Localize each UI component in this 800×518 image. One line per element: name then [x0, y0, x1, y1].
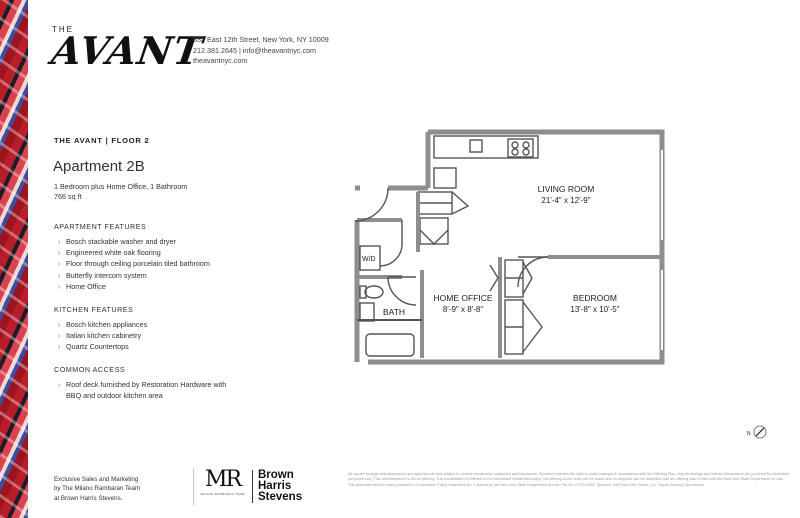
unit-summary: 1 Bedroom plus Home Office, 1 Bathroom 7… [54, 182, 187, 201]
page-title: Apartment 2B [53, 158, 145, 175]
list-item: ›Engineered white oak flooring [58, 248, 161, 258]
common-access-heading: COMMON ACCESS [54, 365, 126, 374]
north-arrow-icon: N [747, 425, 767, 439]
footer-divider [193, 468, 194, 506]
list-item: ›Butterfly intercom system [58, 270, 147, 280]
exterior-walls [354, 129, 665, 365]
list-item: ›Floor through ceiling porcelain tiled b… [58, 259, 210, 269]
unit-size: 766 sq ft [54, 191, 82, 201]
unit-subtitle: 1 Bedroom plus Home Office, 1 Bathroom [54, 182, 188, 191]
chevron-right-icon: › [58, 248, 61, 258]
floor-label: THE AVANT | FLOOR 2 [54, 136, 150, 145]
chevron-right-icon: › [58, 270, 61, 280]
bath-label: BATH [383, 307, 405, 317]
list-item: ›Bosch stackable washer and dryer [58, 237, 176, 246]
chevron-right-icon: › [58, 342, 61, 352]
apartment-features-list: ›Bosch stackable washer and dryer ›Engin… [58, 236, 210, 292]
washer-dryer-label: W/D [362, 256, 376, 263]
brand-the: THE [52, 25, 74, 34]
kitchen-features-list: ›Bosch kitchen appliances ›Italian kitch… [58, 319, 147, 353]
chevron-right-icon: › [58, 331, 61, 341]
chevron-right-icon: › [58, 237, 61, 246]
bedroom-dims: 13'-8" x 10'-5" [570, 305, 619, 314]
brand-logo: AVANT [48, 28, 206, 73]
list-item: ›Italian kitchen cabinetry [58, 331, 142, 341]
footer-credits: Exclusive Sales and Marketing by The Mil… [54, 476, 141, 502]
list-item: ›Roof deck furnished by Restoration Hard… [58, 380, 227, 401]
home-office-label: HOME OFFICE [433, 293, 492, 303]
living-room-label: LIVING ROOM [538, 184, 595, 194]
kitchen-features-heading: KITCHEN FEATURES [54, 305, 134, 314]
svg-text:N: N [747, 431, 751, 437]
phone-email-text[interactable]: 212.381.2645 | info@theavantnyc.com [193, 45, 317, 55]
milano-rambaran-logo: MR MILANO RAMBARAN TEAM [200, 467, 245, 497]
legal-disclaimer: All square footage and dimensions are ap… [348, 472, 790, 487]
contact-block: 533 East 12th Street, New York, NY 10009… [193, 35, 329, 67]
chevron-right-icon: › [58, 281, 61, 291]
interior-walls [354, 135, 665, 358]
address-text: 533 East 12th Street, New York, NY 10009 [193, 35, 329, 44]
living-room-dims: 21'-4" x 12'-9" [541, 196, 590, 205]
chevron-right-icon: › [58, 380, 61, 389]
list-item: ›Quartz Countertops [58, 342, 129, 352]
list-item: ›Bosch kitchen appliances [58, 320, 148, 329]
brown-harris-stevens-logo: Brown Harris Stevens [252, 469, 302, 503]
decorative-art-strip [0, 0, 28, 518]
list-item: ›Home Office [58, 281, 106, 291]
chevron-right-icon: › [58, 259, 61, 269]
apartment-features-heading: APARTMENT FEATURES [54, 222, 147, 231]
bedroom-label: BEDROOM [573, 293, 617, 303]
website-link[interactable]: theavantnyc.com [193, 56, 248, 65]
home-office-dims: 8'-9" x 8'-8" [443, 305, 483, 314]
chevron-right-icon: › [58, 320, 61, 329]
floor-plan: LIVING ROOM 21'-4" x 12'-9" HOME OFFICE … [354, 129, 665, 365]
common-access-list: ›Roof deck furnished by Restoration Hard… [58, 379, 226, 401]
